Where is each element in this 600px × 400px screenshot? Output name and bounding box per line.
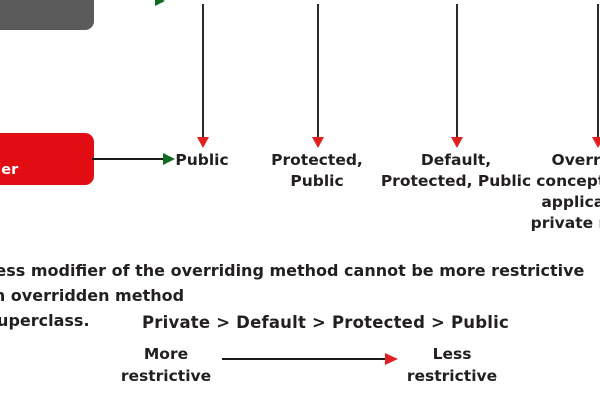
superclass-modifier-box: s modifier [0,0,94,30]
result-cell-default: Default, Protected, Public [380,151,532,190]
arrow-down-protected [317,4,319,138]
result-cell-private: Overriding concept is not applicable to … [530,151,600,232]
more-restrictive-label: More restrictive [120,345,212,385]
arrow-down-private [597,4,599,138]
column-header-protected: Protected [278,0,355,3]
note-text: Access modifier of the overriding method… [0,261,585,330]
subclass-modifier-box: oclass 's modifier [0,133,94,185]
column-header-private: Private [570,0,600,3]
result-cell-protected: Protected, Public [271,151,363,190]
column-header-default: Default [427,0,485,3]
arrow-down-default [456,4,458,138]
arrow-right-subclass [92,158,164,160]
modifier-ordering-text: Private > Default > Protected > Public [142,313,509,332]
result-cell-public: Public [175,151,229,169]
arrow-right-restrictive [222,358,386,360]
arrow-down-public [202,4,204,138]
column-header-public: Public [182,0,230,3]
less-restrictive-label: Less restrictive [406,345,498,385]
arrow-right-icon-public-header [155,0,165,6]
